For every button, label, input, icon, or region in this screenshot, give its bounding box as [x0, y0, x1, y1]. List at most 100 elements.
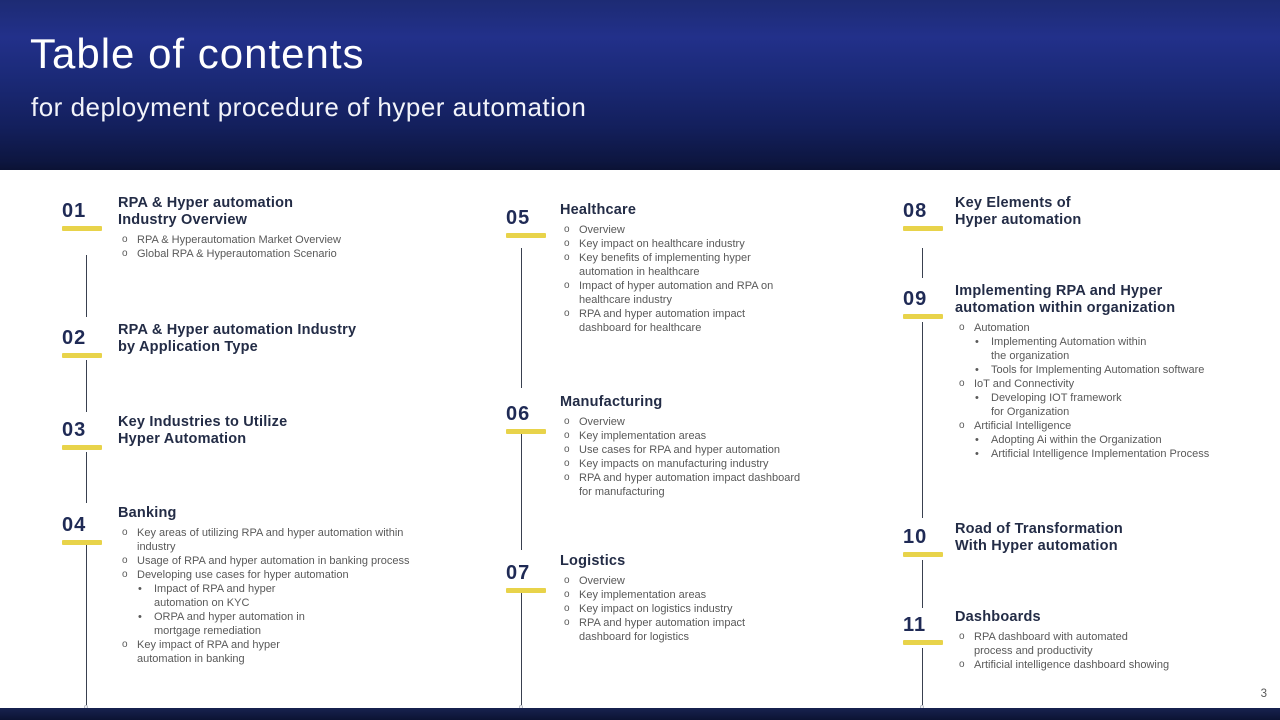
section-number-underline: [903, 640, 943, 645]
bullet-text: Artificial Intelligence: [974, 420, 1072, 432]
bullet-marker: o: [564, 472, 570, 483]
section-number-underline: [506, 233, 546, 238]
bullet-item: o IoT and Connectivity: [955, 377, 1280, 391]
bullet-item: o RPA and hyper automation impact dashboa…: [560, 616, 900, 644]
bullet-text: RPA and hyper automation impact dashboar…: [579, 617, 746, 643]
connector-line: [86, 452, 87, 503]
bullet-text: RPA and hyper automation impact dashboar…: [579, 308, 746, 334]
bullet-marker: o: [959, 420, 965, 431]
page-subtitle: for deployment procedure of hyper automa…: [31, 92, 587, 122]
bullet-text: Key impacts on manufacturing industry: [579, 458, 769, 470]
section-number: 01: [62, 200, 87, 222]
bullet-text: RPA dashboard with automated process and…: [974, 631, 1128, 657]
bullet-marker: o: [564, 603, 570, 614]
section-title: Dashboards: [955, 609, 1041, 625]
bullet-marker: •: [138, 583, 142, 595]
section-number-underline: [62, 226, 102, 231]
section-number-underline: [62, 540, 102, 545]
bullet-text: RPA and hyper automation impact dashboar…: [579, 472, 801, 498]
bullet-item: o RPA and hyper automation impact dashboa…: [560, 471, 900, 499]
section-bullets: o RPA dashboard with automated process an…: [955, 630, 1280, 672]
bullet-text: Adopting Ai within the Organization: [991, 434, 1162, 446]
bullet-text: Implementing Automation within the organ…: [991, 336, 1147, 362]
bullet-text: Developing IOT framework for Organizatio…: [991, 392, 1122, 418]
bullet-text: Tools for Implementing Automation softwa…: [991, 364, 1205, 376]
bullet-marker: o: [564, 252, 570, 263]
sub-bullet-item: •Artificial Intelligence Implementation …: [955, 447, 1280, 461]
section-number-underline: [903, 314, 943, 319]
bullet-marker: o: [959, 322, 965, 333]
section-number: 04: [62, 514, 87, 536]
section-number: 06: [506, 403, 531, 425]
bullet-marker: o: [564, 458, 570, 469]
bullet-marker: o: [564, 575, 570, 586]
bullet-text: Key implementation areas: [579, 589, 707, 601]
bullet-marker: o: [564, 416, 570, 427]
section-title: Manufacturing: [560, 394, 663, 410]
connector-line: [922, 322, 923, 518]
bullet-text: Global RPA & Hyperautomation Scenario: [137, 248, 337, 260]
bullet-marker: o: [122, 639, 128, 650]
bullet-text: Key implementation areas: [579, 430, 707, 442]
bullet-text: Usage of RPA and hyper automation in ban…: [137, 555, 410, 567]
bullet-marker: •: [975, 448, 979, 460]
section-number: 10: [903, 526, 928, 548]
bullet-item: o RPA dashboard with automated process an…: [955, 630, 1280, 658]
bullet-text: RPA & Hyperautomation Market Overview: [137, 234, 341, 246]
bullet-text: Use cases for RPA and hyper automation: [579, 444, 780, 456]
footer-bar: [0, 708, 1280, 720]
toc-section-11: 11 Dashboards o RPA dashboard with automate…: [903, 609, 1280, 672]
section-number-underline: [903, 552, 943, 557]
connector-line: [922, 248, 923, 278]
section-number-underline: [62, 445, 102, 450]
bullet-marker: o: [959, 378, 965, 389]
connector-line: [521, 248, 522, 388]
section-number-underline: [903, 226, 943, 231]
sub-bullet-item: •Impact of RPA and hyper automation on K…: [118, 582, 480, 610]
bullet-marker: •: [975, 364, 979, 376]
section-title: Logistics: [560, 553, 626, 569]
bullet-marker: •: [975, 434, 979, 446]
section-number: 11: [903, 614, 927, 636]
bullet-text: Key impact on logistics industry: [579, 603, 733, 615]
bullet-text: Artificial intelligence dashboard showin…: [974, 659, 1170, 671]
bullet-marker: o: [959, 631, 965, 642]
bullet-item: o Key impacts on manufacturing industry: [560, 457, 900, 471]
section-title: Healthcare: [560, 202, 637, 218]
bullet-marker: o: [564, 589, 570, 600]
page-title: Table of contents: [30, 30, 365, 77]
bullet-text: ORPA and hyper automation in mortgage re…: [154, 611, 305, 637]
bullet-text: IoT and Connectivity: [974, 378, 1075, 390]
bullet-item: o Usage of RPA and hyper automation in ba…: [118, 554, 480, 568]
section-number: 08: [903, 200, 928, 222]
bullet-marker: o: [564, 617, 570, 628]
connector-line: [86, 255, 87, 317]
sub-bullet-item: •ORPA and hyper automation in mortgage r…: [118, 610, 480, 638]
bullet-item: o Artificial Intelligence: [955, 419, 1280, 433]
bullet-text: Impact of hyper automation and RPA on he…: [579, 280, 774, 306]
section-number: 07: [506, 562, 531, 584]
bullet-item: o Key implementation areas: [560, 588, 900, 602]
bullet-marker: o: [122, 555, 128, 566]
sub-bullet-item: •Developing IOT framework for Organizati…: [955, 391, 1280, 419]
